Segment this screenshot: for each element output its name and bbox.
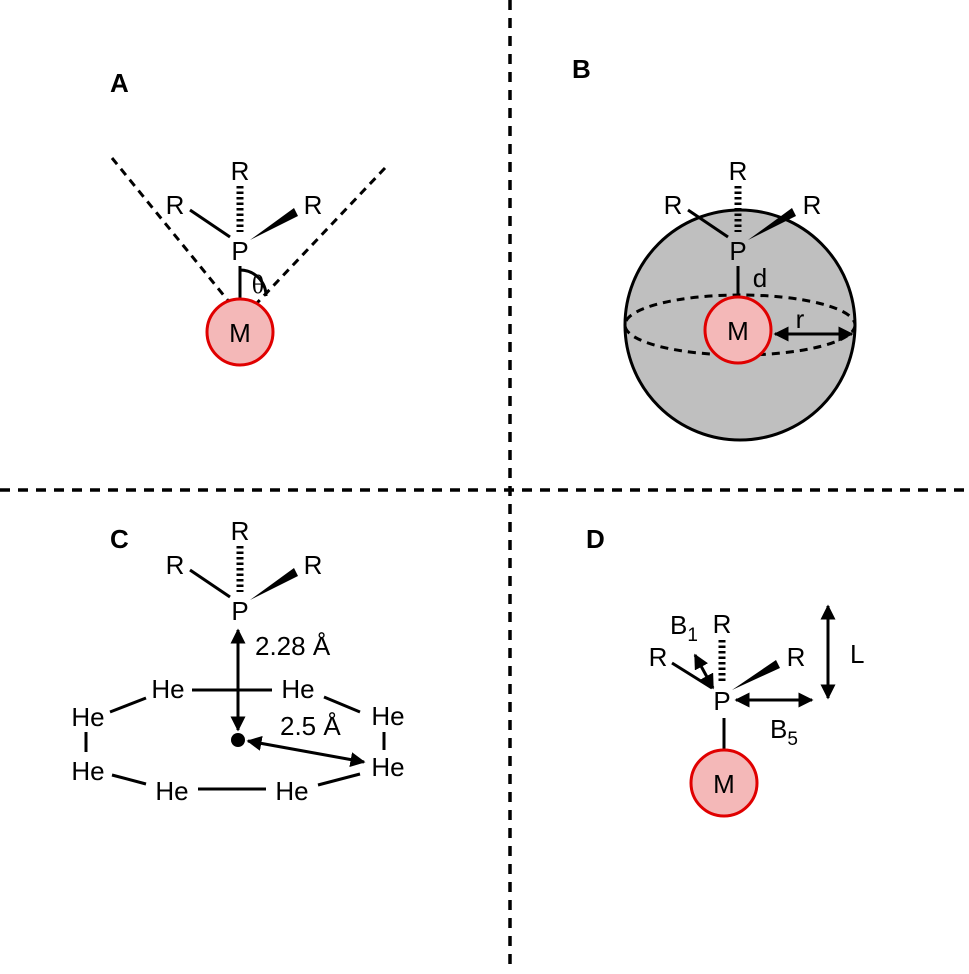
bond-p-r-left [687,208,729,239]
helium-atom: He [281,674,314,704]
helium-atom: He [155,776,188,806]
distance-d-label: d [753,263,767,293]
helium-atom: He [71,702,104,732]
phosphorus-label: P [231,596,248,626]
b1-subscript: 1 [687,625,698,646]
helium-atom: He [371,752,404,782]
r-left-label: R [649,642,668,672]
helium-atom: He [275,776,308,806]
l-label: L [850,639,864,669]
r-left-label: R [166,190,185,220]
metal-label: M [727,316,749,346]
distance-arrow-centroid-he [246,736,366,767]
cone-line-right [255,166,387,305]
b1-arrow [693,653,715,690]
r-left-label: R [166,550,185,580]
r-top-label: R [729,156,748,186]
panel-a: A M P R R R θ [110,68,387,367]
wedge-bond-p-r-right [250,208,298,240]
phosphorus-label: P [729,236,746,266]
r-right-label: R [304,190,323,220]
cone-line-left [110,157,232,304]
helium-atom: He [371,701,404,731]
r-left-label: R [664,190,683,220]
panel-a-label: A [110,68,129,98]
r-right-label: R [304,550,323,580]
angle-theta-label: θ [252,270,264,299]
radius-r-label: r [796,304,805,334]
b1-label: B1 [670,610,698,646]
he-bond [111,773,147,786]
he-bond [323,695,361,714]
wedge-bond-p-r-right [250,568,298,600]
r-right-label: R [787,642,806,672]
panel-d: D M P R R R B1 B5 L [586,524,864,818]
metal-atom [689,748,759,818]
r-top-label: R [713,609,732,639]
panel-c-label: C [110,524,129,554]
phosphorus-label: P [713,686,730,716]
metal-atom [205,297,275,367]
r-top-label: R [231,156,250,186]
cone-angle-arc [239,268,268,297]
metal-atom [703,295,773,365]
panel-b: B M P R R R d r [572,54,857,442]
phosphorus-label: P [231,236,248,266]
bond-p-r-left [189,208,231,239]
bond-p-r-left [189,568,231,599]
panel-c: C P R R R He He He He He He He He 2.28 Å… [71,516,404,806]
metal-label: M [229,318,251,348]
b5-letter: B [770,714,787,744]
r-right-label: R [803,190,822,220]
ring-centroid [231,733,245,747]
panel-b-label: B [572,54,591,84]
wedge-bond-p-r-right [732,660,780,690]
b1-letter: B [670,610,687,640]
helium-atom: He [71,756,104,786]
r-top-label: R [231,516,250,546]
sphere-equator [623,293,857,357]
metal-label: M [713,769,735,799]
helium-atom: He [151,674,184,704]
distance-ring-label: 2.5 Å [280,711,341,741]
he-bond [317,772,361,787]
wedge-bond-p-r-right [748,208,796,240]
panel-d-label: D [586,524,605,554]
distance-p-label: 2.28 Å [255,631,331,661]
b5-subscript: 5 [787,729,798,750]
b5-label: B5 [770,714,798,750]
he-bond [109,696,147,714]
